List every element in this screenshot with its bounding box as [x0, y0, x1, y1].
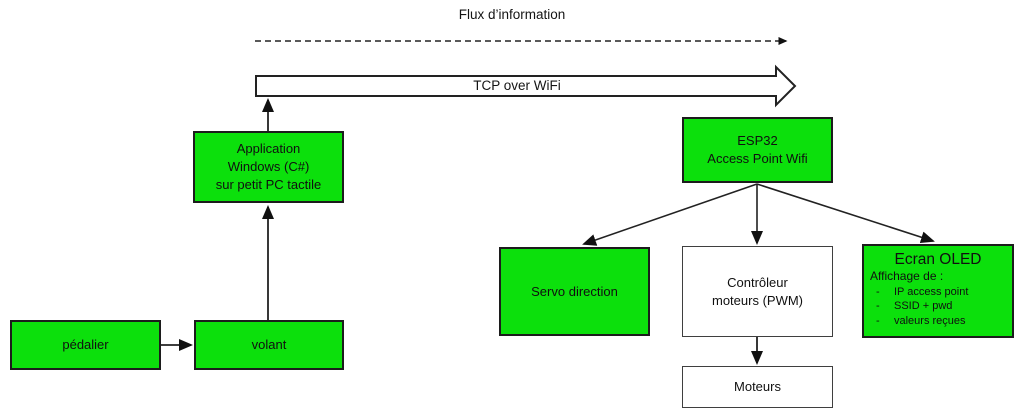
- node-moteurs-label: Moteurs: [734, 379, 781, 395]
- node-volant-label: volant: [251, 337, 287, 353]
- node-oled-title: Ecran OLED: [894, 251, 982, 268]
- node-controleur-line1: Contrôleur: [727, 274, 788, 290]
- tcp-arrow-label: TCP over WiFi: [473, 78, 561, 93]
- arrow-esp32-to-oled: [756, 183, 935, 244]
- node-controleur-line2: moteurs (PWM): [712, 292, 803, 308]
- node-volant: volant: [194, 320, 344, 370]
- node-moteurs: Moteurs: [682, 366, 833, 408]
- oled-list-item: - valeurs reçues: [870, 314, 1006, 329]
- node-servo-label: Servo direction: [531, 283, 618, 299]
- node-controleur-moteurs: Contrôleur moteurs (PWM): [682, 246, 833, 337]
- oled-bullet: -: [876, 300, 880, 313]
- node-application-line1: Application: [236, 141, 301, 157]
- oled-bullet: -: [876, 315, 880, 327]
- node-oled-subtitle: Affichage de :: [870, 269, 944, 284]
- oled-list-item: - SSID + pwd: [870, 299, 1006, 314]
- oled-item-text: IP access point: [894, 285, 969, 298]
- node-esp32: ESP32 Access Point Wifi: [682, 117, 833, 183]
- oled-item-text: valeurs reçues: [894, 315, 966, 327]
- node-ecran-oled: Ecran OLED Affichage de : - IP access po…: [862, 244, 1014, 338]
- arrow-esp32-to-servo: [582, 183, 758, 246]
- oled-list-item: - IP access point: [870, 285, 1006, 300]
- node-esp32-line2: Access Point Wifi: [707, 151, 808, 166]
- oled-bullet: -: [876, 285, 880, 298]
- node-servo-direction: Servo direction: [499, 247, 650, 336]
- node-application-line2: Windows (C#): [227, 159, 310, 175]
- diagram-title: Flux d’information: [458, 7, 566, 22]
- node-application-windows: Application Windows (C#) sur petit PC ta…: [193, 131, 344, 203]
- node-pedalier: pédalier: [10, 320, 161, 370]
- node-pedalier-label: pédalier: [62, 337, 109, 353]
- tcp-block-arrow: [255, 64, 797, 108]
- oled-item-text: SSID + pwd: [894, 300, 953, 313]
- node-esp32-line1: ESP32: [737, 133, 778, 149]
- node-application-line3: sur petit PC tactile: [215, 176, 322, 192]
